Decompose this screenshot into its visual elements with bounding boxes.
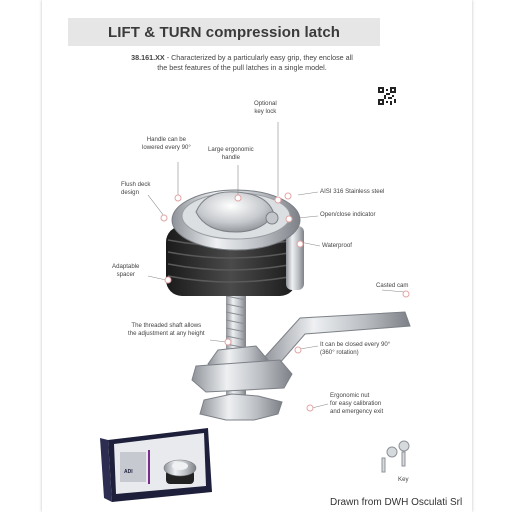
- product-description: 38.161.XX - Characterized by a particula…: [92, 53, 392, 73]
- description-line-1: - Characterized by a particularly easy g…: [164, 53, 353, 62]
- image-credit: Drawn from DWH Osculati Srl: [330, 497, 463, 508]
- label-casted-cam: Casted cam: [376, 282, 409, 289]
- title-bar: LIFT & TURN compression latch: [68, 18, 380, 46]
- bottom-bracket: [191, 359, 293, 393]
- label-key: Key: [398, 476, 409, 483]
- label-stainless-steel: AISI 316 Stainless steel: [320, 188, 385, 195]
- description-line-2: the best features of the pull latches in…: [157, 63, 327, 72]
- latch-sample: [163, 459, 197, 484]
- package-brand: ADI: [124, 469, 133, 475]
- label-open-close-indicator: Open/close indicator: [320, 211, 376, 218]
- label-waterproof: Waterproof: [322, 242, 352, 249]
- page-title: LIFT & TURN compression latch: [107, 23, 341, 41]
- ergonomic-nut: [199, 393, 283, 421]
- qr-code-icon: [378, 87, 396, 105]
- label-closed-every-90: It can be closed every 90°(360° rotation…: [320, 341, 391, 356]
- product-code: 38.161.XX: [131, 53, 165, 62]
- keys-icon: [381, 440, 410, 473]
- key-lock: [265, 211, 279, 225]
